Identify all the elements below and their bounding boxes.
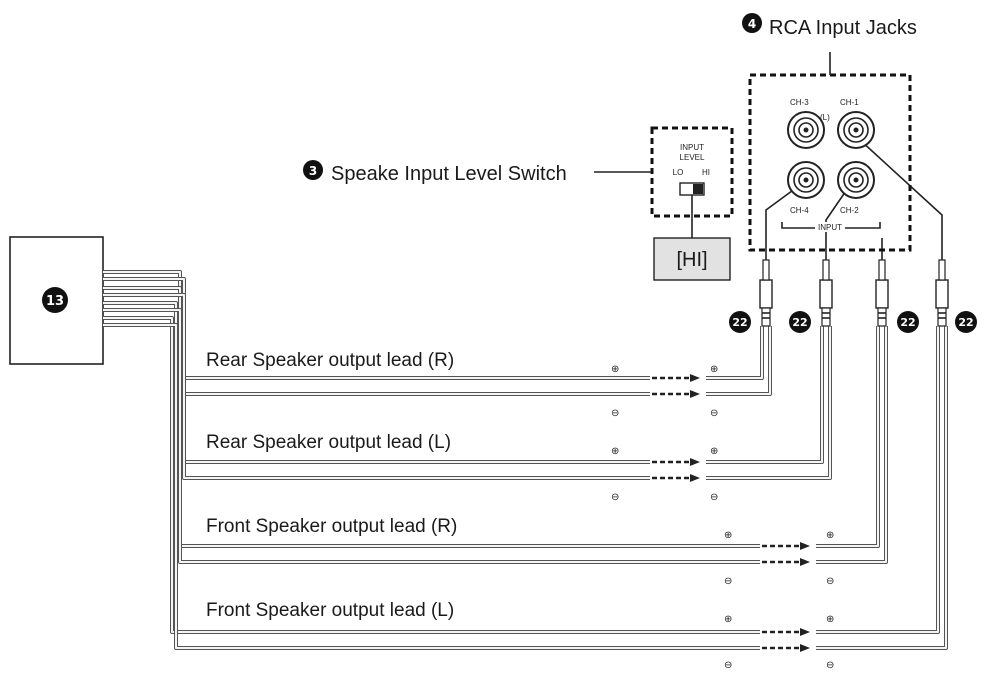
svg-text:22: 22	[732, 316, 747, 329]
svg-text:⊕: ⊕	[611, 364, 619, 375]
svg-text:⊕: ⊕	[710, 364, 718, 375]
svg-text:⊕: ⊕	[826, 614, 834, 625]
jack-ch2	[837, 161, 875, 199]
svg-text:INPUT: INPUT	[818, 223, 842, 232]
svg-text:⊖: ⊖	[724, 576, 732, 587]
connection-arrows	[652, 374, 810, 652]
rca-plug-3	[875, 259, 889, 327]
svg-text:CH-1: CH-1	[840, 98, 859, 107]
rca-title: RCA Input Jacks	[769, 17, 917, 39]
svg-text:22: 22	[900, 316, 915, 329]
input-level-switch: INPUT LEVEL LO HI [HI] 3 Speake Input Le…	[303, 126, 734, 281]
rca-cables	[706, 326, 948, 650]
svg-text:LO: LO	[673, 168, 684, 177]
svg-text:LEVEL: LEVEL	[680, 153, 705, 162]
svg-text:⊖: ⊖	[826, 660, 834, 671]
svg-text:3: 3	[309, 164, 317, 178]
jack-ch3	[787, 111, 825, 149]
lead-label-front-r: Front Speaker output lead (R)	[206, 516, 457, 537]
lead-label-rear-l: Rear Speaker output lead (L)	[206, 432, 451, 453]
svg-text:22: 22	[958, 316, 973, 329]
svg-text:⊕: ⊕	[611, 446, 619, 457]
svg-text:⊖: ⊖	[611, 408, 619, 419]
unit-badge	[42, 287, 68, 313]
svg-text:CH-3: CH-3	[790, 98, 809, 107]
svg-text:HI: HI	[702, 168, 710, 177]
lead-label-rear-r: Rear Speaker output lead (R)	[206, 350, 454, 371]
switch-setting: [HI]	[676, 249, 707, 271]
rca-plug-1	[759, 259, 773, 327]
lead-label-front-l: Front Speaker output lead (L)	[206, 600, 454, 621]
svg-text:22: 22	[792, 316, 807, 329]
jack-ch1	[837, 111, 875, 149]
svg-text:⊕: ⊕	[710, 446, 718, 457]
svg-text:CH-4: CH-4	[790, 206, 809, 215]
jack-ch4	[787, 161, 825, 199]
lead-wires	[103, 270, 760, 650]
svg-text:⊖: ⊖	[611, 492, 619, 503]
svg-text:⊕: ⊕	[724, 614, 732, 625]
svg-text:⊖: ⊖	[710, 492, 718, 503]
rca-plug-4	[935, 259, 949, 327]
rca-jack-panel: 4 RCA Input Jacks CH-3 CH-1 (L)	[742, 13, 917, 252]
unit-badge-label: 13	[46, 294, 64, 309]
switch-setting-box	[653, 237, 731, 281]
svg-text:⊕: ⊕	[724, 530, 732, 541]
svg-text:(L): (L)	[820, 113, 830, 122]
rca-plug-2	[819, 259, 833, 327]
switch-title: Speake Input Level Switch	[331, 163, 567, 185]
rca-plugs	[759, 259, 949, 327]
svg-text:⊖: ⊖	[724, 660, 732, 671]
svg-text:4: 4	[748, 17, 756, 31]
svg-text:⊖: ⊖	[826, 576, 834, 587]
svg-text:INPUT: INPUT	[680, 143, 704, 152]
svg-text:⊕: ⊕	[826, 530, 834, 541]
plug-badges: 22 22 22 22	[729, 311, 977, 333]
polarity-symbols: ⊕ ⊕ ⊖ ⊖ ⊕ ⊕ ⊖ ⊖ ⊕ ⊕ ⊖ ⊖ ⊕ ⊕ ⊖ ⊖	[611, 364, 834, 671]
svg-text:CH-2: CH-2	[840, 206, 859, 215]
plug-to-jack-lines	[765, 139, 943, 260]
svg-text:⊖: ⊖	[710, 408, 718, 419]
